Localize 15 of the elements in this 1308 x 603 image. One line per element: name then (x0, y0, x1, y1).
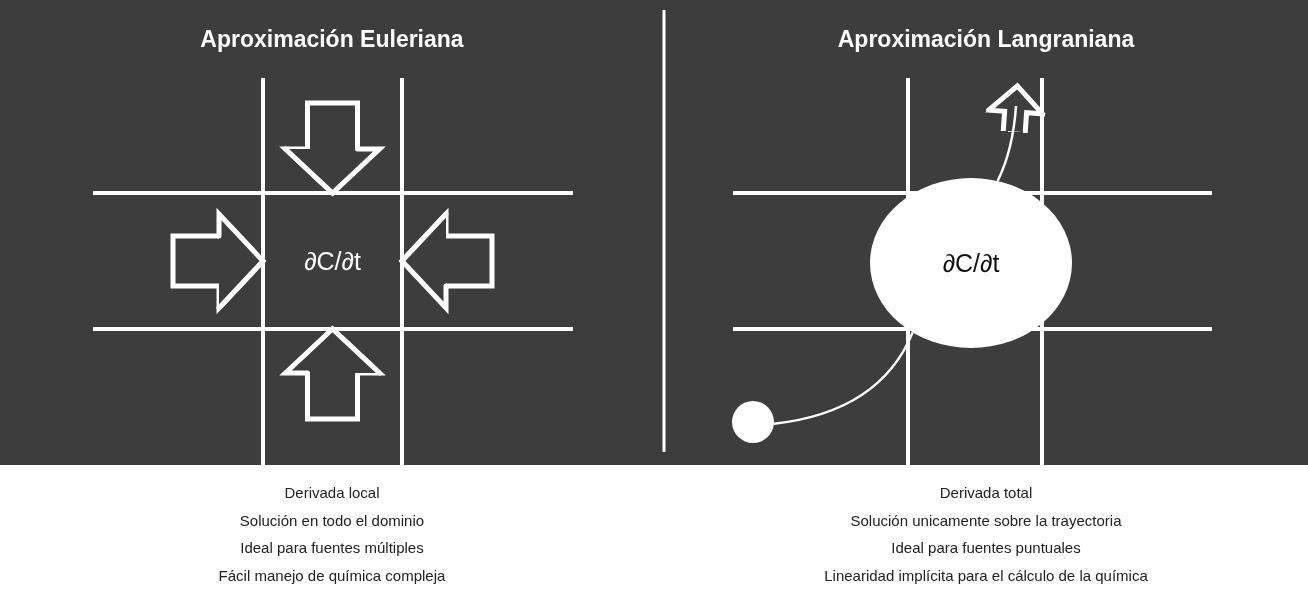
description-line: Ideal para fuentes puntuales (890, 539, 1082, 556)
description-line: Solución unicamente sobre la trayectoria (849, 511, 1123, 529)
trajectory-line (773, 331, 914, 426)
formula-label: ∂C/∂t (942, 248, 1000, 278)
block-arrow (170, 211, 266, 315)
description-line: Solución en todo el dominio (238, 511, 426, 529)
formula-label: ∂C/∂t (304, 246, 361, 276)
description-line: Derivada local (283, 484, 381, 501)
panel-heading: Aproximación Langraniana (836, 26, 1136, 53)
block-arrow (399, 207, 495, 311)
description-line: Fácil manejo de química compleja (217, 566, 447, 584)
description-line: Ideal para fuentes múltiples (239, 539, 425, 556)
description-line: Linearidad implícita para el cálculo de la química (823, 566, 1149, 584)
panel-heading: Aproximación Euleriana (199, 26, 465, 53)
description-line: Derivada total (938, 484, 1034, 501)
